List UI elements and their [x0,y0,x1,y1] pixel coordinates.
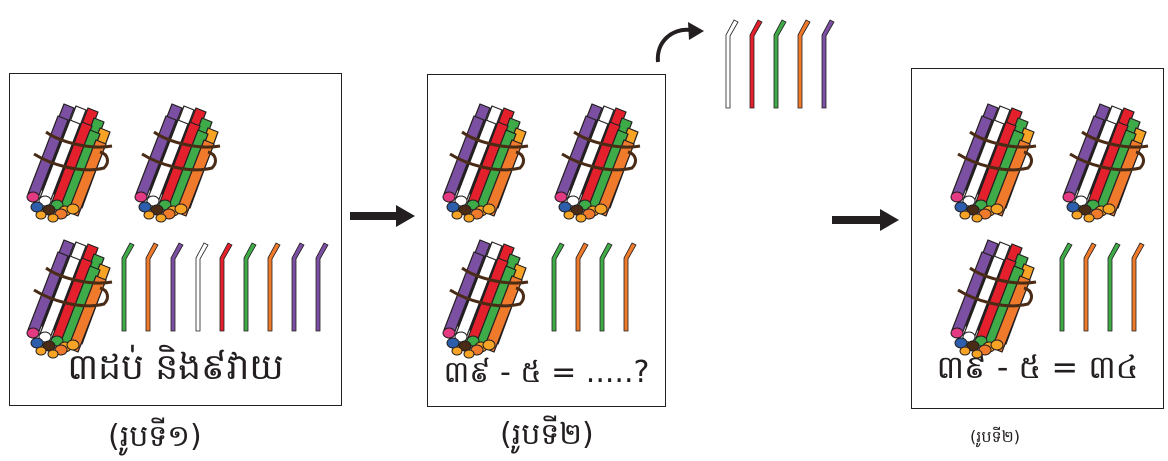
right-arrow-icon [350,205,415,227]
bundle-3b [1061,102,1150,224]
bundle-3a [949,102,1038,224]
loose-straws-panel-2 [551,242,637,332]
panel-1-text: ៣ដប់ និង៩វាយ [67,347,284,388]
bundle-2a [441,102,530,224]
panel-3-text: ៣៩ - ៥ = ៣៤ [936,348,1139,386]
removed-straws [725,19,835,109]
caption-figure-2: (រូបទី២) [500,417,594,452]
bundle-1a [25,102,114,224]
caption-figure-1: (រូបទី១) [108,419,202,454]
right-arrow-icon [832,209,899,231]
panel-2: ៣៩ - ៥ = .....? [427,74,666,407]
caption-figure-3: (រូបទី២) [970,427,1020,446]
illustration-layer [25,19,1150,360]
curved-arrow-icon [655,22,704,63]
bundle-1c [25,238,114,360]
bundle-2c [441,238,530,360]
bundle-2b [553,102,642,224]
loose-straws-panel-3 [1059,242,1145,332]
loose-straws-panel-1 [121,242,329,332]
bundle-1b [133,102,222,224]
bundle-3c [949,238,1038,360]
panel-2-text: ៣៩ - ៥ = .....? [443,355,650,390]
